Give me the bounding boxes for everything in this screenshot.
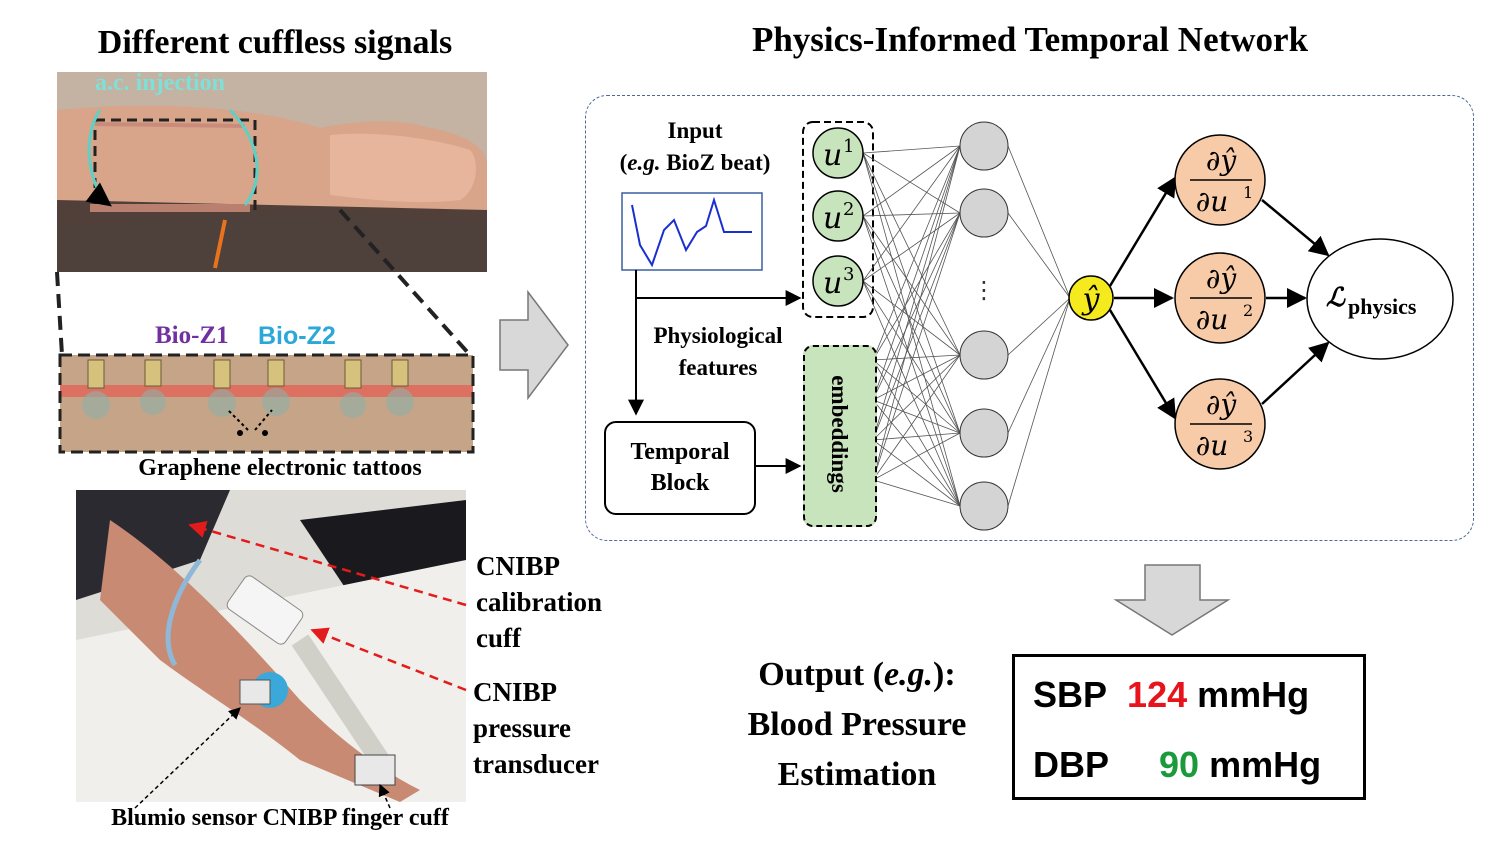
pressure-transducer-label: CNIBP pressure transducer (473, 674, 599, 782)
svg-text:3: 3 (843, 264, 854, 285)
ac-injection-label: a.c. injection (95, 70, 225, 96)
phys-label-line-1: Physiological (653, 323, 783, 348)
bio-z1-label: Bio-Z1 (155, 322, 229, 349)
svg-text:∂u: ∂u (1196, 185, 1229, 218)
tattoo-caption: Graphene electronic tattoos (138, 455, 422, 481)
tattoo-photo (58, 353, 475, 454)
physiological-features-label: Physiological features (638, 320, 798, 384)
cnibp-photo (76, 490, 466, 802)
hidden-node-3 (959, 330, 1009, 380)
blood-pressure-box: SBP 124 mmHg DBP 90 mmHg (1012, 654, 1366, 800)
svg-text:u: u (823, 266, 842, 301)
pressure-transducer-line-1: CNIBP (473, 677, 558, 707)
left-panel-title: Different cuffless signals (97, 24, 453, 61)
calibration-cuff-line-1: CNIBP (476, 551, 561, 581)
sbp-unit: mmHg (1197, 674, 1310, 715)
derivative-node-3: ∂ŷ ∂u 3 (1174, 378, 1266, 470)
temporal-block-line-1: Temporal (630, 439, 730, 465)
arrow-to-derivative-3 (1108, 309, 1177, 420)
pressure-transducer-line-3: transducer (473, 749, 599, 779)
output-suffix: ): (933, 656, 956, 693)
output-node-label: ŷ (1081, 282, 1101, 317)
output-label-line-2: Blood Pressure (747, 706, 967, 743)
svg-text:∂ŷ: ∂ŷ (1206, 262, 1237, 295)
svg-text:∂ŷ: ∂ŷ (1206, 144, 1237, 177)
hidden-ellipsis: ⋮ (972, 276, 996, 304)
svg-text:1: 1 (843, 136, 854, 157)
svg-text:2: 2 (843, 199, 854, 220)
calibration-cuff-line-3: cuff (476, 623, 521, 653)
svg-text:2: 2 (1243, 301, 1253, 320)
output-label-line-1: Output (e.g.): (712, 650, 1002, 700)
zoom-line-left (55, 271, 64, 356)
input-node-u3: u 3 (812, 255, 864, 307)
calibration-cuff-line-2: calibration (476, 587, 602, 617)
dbp-row: DBP 90 mmHg (1033, 744, 1321, 786)
output-label-line-3: Estimation (777, 756, 937, 793)
sbp-value: 124 (1127, 674, 1188, 715)
svg-text:u: u (823, 138, 842, 173)
bioz-waveform (631, 196, 752, 268)
input-label-eg: e.g. (627, 150, 661, 175)
right-panel-title: Physics-Informed Temporal Network (751, 20, 1309, 59)
svg-text:∂ŷ: ∂ŷ (1206, 388, 1237, 421)
svg-text:3: 3 (1243, 427, 1253, 446)
output-node-yhat (1068, 275, 1114, 321)
svg-text:1: 1 (1243, 183, 1253, 202)
arrow-to-loss-1 (1261, 199, 1330, 257)
dbp-unit: mmHg (1209, 744, 1322, 785)
svg-text:∂u: ∂u (1196, 429, 1229, 462)
input-label-rest: BioZ beat) (660, 150, 771, 175)
input-node-u2: u 2 (812, 190, 864, 242)
physics-loss-symbol: ℒ (1326, 283, 1346, 313)
arrow-to-derivative-1 (1108, 176, 1177, 287)
network-connections (862, 145, 1071, 507)
temporal-block: Temporal Block (604, 421, 756, 515)
input-node-u1: u 1 (812, 127, 864, 179)
input-feature-group (802, 121, 874, 318)
input-label-line-1: Input (667, 118, 723, 143)
sbp-row: SBP 124 mmHg (1033, 674, 1309, 716)
derivative-node-2: ∂ŷ ∂u 2 (1174, 252, 1266, 344)
network-frame (585, 95, 1474, 541)
calibration-cuff-label: CNIBP calibration cuff (476, 548, 602, 656)
bio-z2-label: Bio-Z2 (258, 322, 336, 350)
temporal-block-line-2: Block (650, 470, 710, 496)
physics-loss-subscript: physics (1348, 294, 1417, 319)
derivative-node-1: ∂ŷ ∂u 1 (1174, 134, 1266, 226)
calibration-cuff-pointer (188, 520, 467, 607)
output-prefix: Output ( (758, 656, 884, 693)
phys-label-line-2: features (678, 355, 758, 380)
pressure-transducer-pointer (310, 627, 467, 692)
hidden-node-1 (959, 121, 1009, 171)
flow-arrow-right (499, 289, 569, 401)
hidden-node-4 (959, 408, 1009, 458)
pressure-transducer-line-2: pressure (473, 713, 572, 743)
finger-cuff-caption: Blumio sensor CNIBP finger cuff (111, 805, 449, 831)
svg-text:u: u (823, 201, 842, 236)
embeddings-box (803, 345, 877, 527)
input-label: Input (e.g. BioZ beat) (600, 115, 790, 179)
svg-text:∂u: ∂u (1196, 303, 1229, 336)
physics-loss-node (1306, 238, 1454, 360)
output-label: Output (e.g.): Blood Pressure Estimation (712, 650, 1002, 800)
output-eg: e.g. (883, 656, 934, 693)
sbp-label: SBP (1033, 674, 1108, 715)
zoom-line-right (338, 208, 472, 357)
forearm-photo (57, 72, 487, 272)
embeddings-label: embeddings (827, 375, 852, 493)
hidden-node-5 (959, 481, 1009, 531)
arrow-to-loss-3 (1261, 341, 1330, 405)
dbp-value: 90 (1159, 744, 1200, 785)
dbp-label: DBP (1033, 744, 1110, 785)
input-label-line-2: (e.g. BioZ beat) (619, 150, 771, 175)
hidden-node-2 (959, 188, 1009, 238)
blumio-pointer (134, 707, 241, 809)
flow-arrow-down (1113, 564, 1231, 636)
